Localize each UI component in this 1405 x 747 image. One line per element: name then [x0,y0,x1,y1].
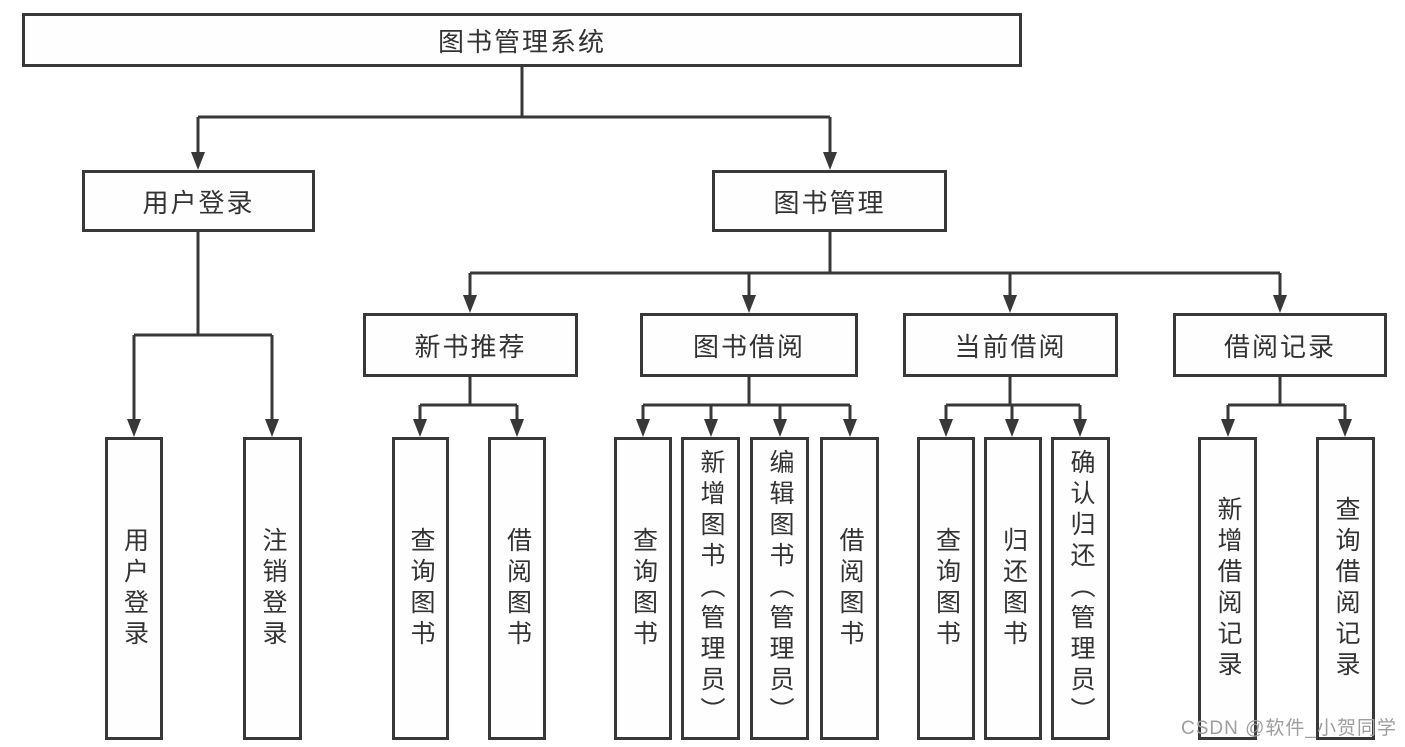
leaf-borrow-borrow: 借阅图书 [820,437,879,740]
leaf-user-login: 用户登录 [105,437,163,740]
leaf-borrow-query: 查询图书 [614,437,672,740]
leaf-borrow-edit-admin: 编辑图书（管理员） [750,437,809,740]
node-book-management: 图书管理 [712,170,947,232]
leaf-record-query: 查询借阅记录 [1316,437,1375,740]
node-current-borrow: 当前借阅 [903,313,1118,377]
leaf-newbook-borrow: 借阅图书 [488,437,546,740]
leaf-borrow-add-admin: 新增图书（管理员） [681,437,740,740]
leaf-current-confirm-admin: 确认归还（管理员） [1051,437,1110,740]
node-borrow-records: 借阅记录 [1173,313,1387,377]
node-user-login: 用户登录 [82,170,315,232]
node-root: 图书管理系统 [22,13,1022,67]
node-book-borrow: 图书借阅 [640,313,858,377]
leaf-logout: 注销登录 [243,437,302,740]
leaf-newbook-query: 查询图书 [392,437,449,740]
node-new-book-recommend: 新书推荐 [363,313,578,377]
leaf-record-add: 新增借阅记录 [1198,437,1257,740]
leaf-current-return: 归还图书 [984,437,1042,740]
watermark: CSDN @软件_小贺同学 [1181,718,1397,739]
leaf-current-query: 查询图书 [917,437,975,740]
